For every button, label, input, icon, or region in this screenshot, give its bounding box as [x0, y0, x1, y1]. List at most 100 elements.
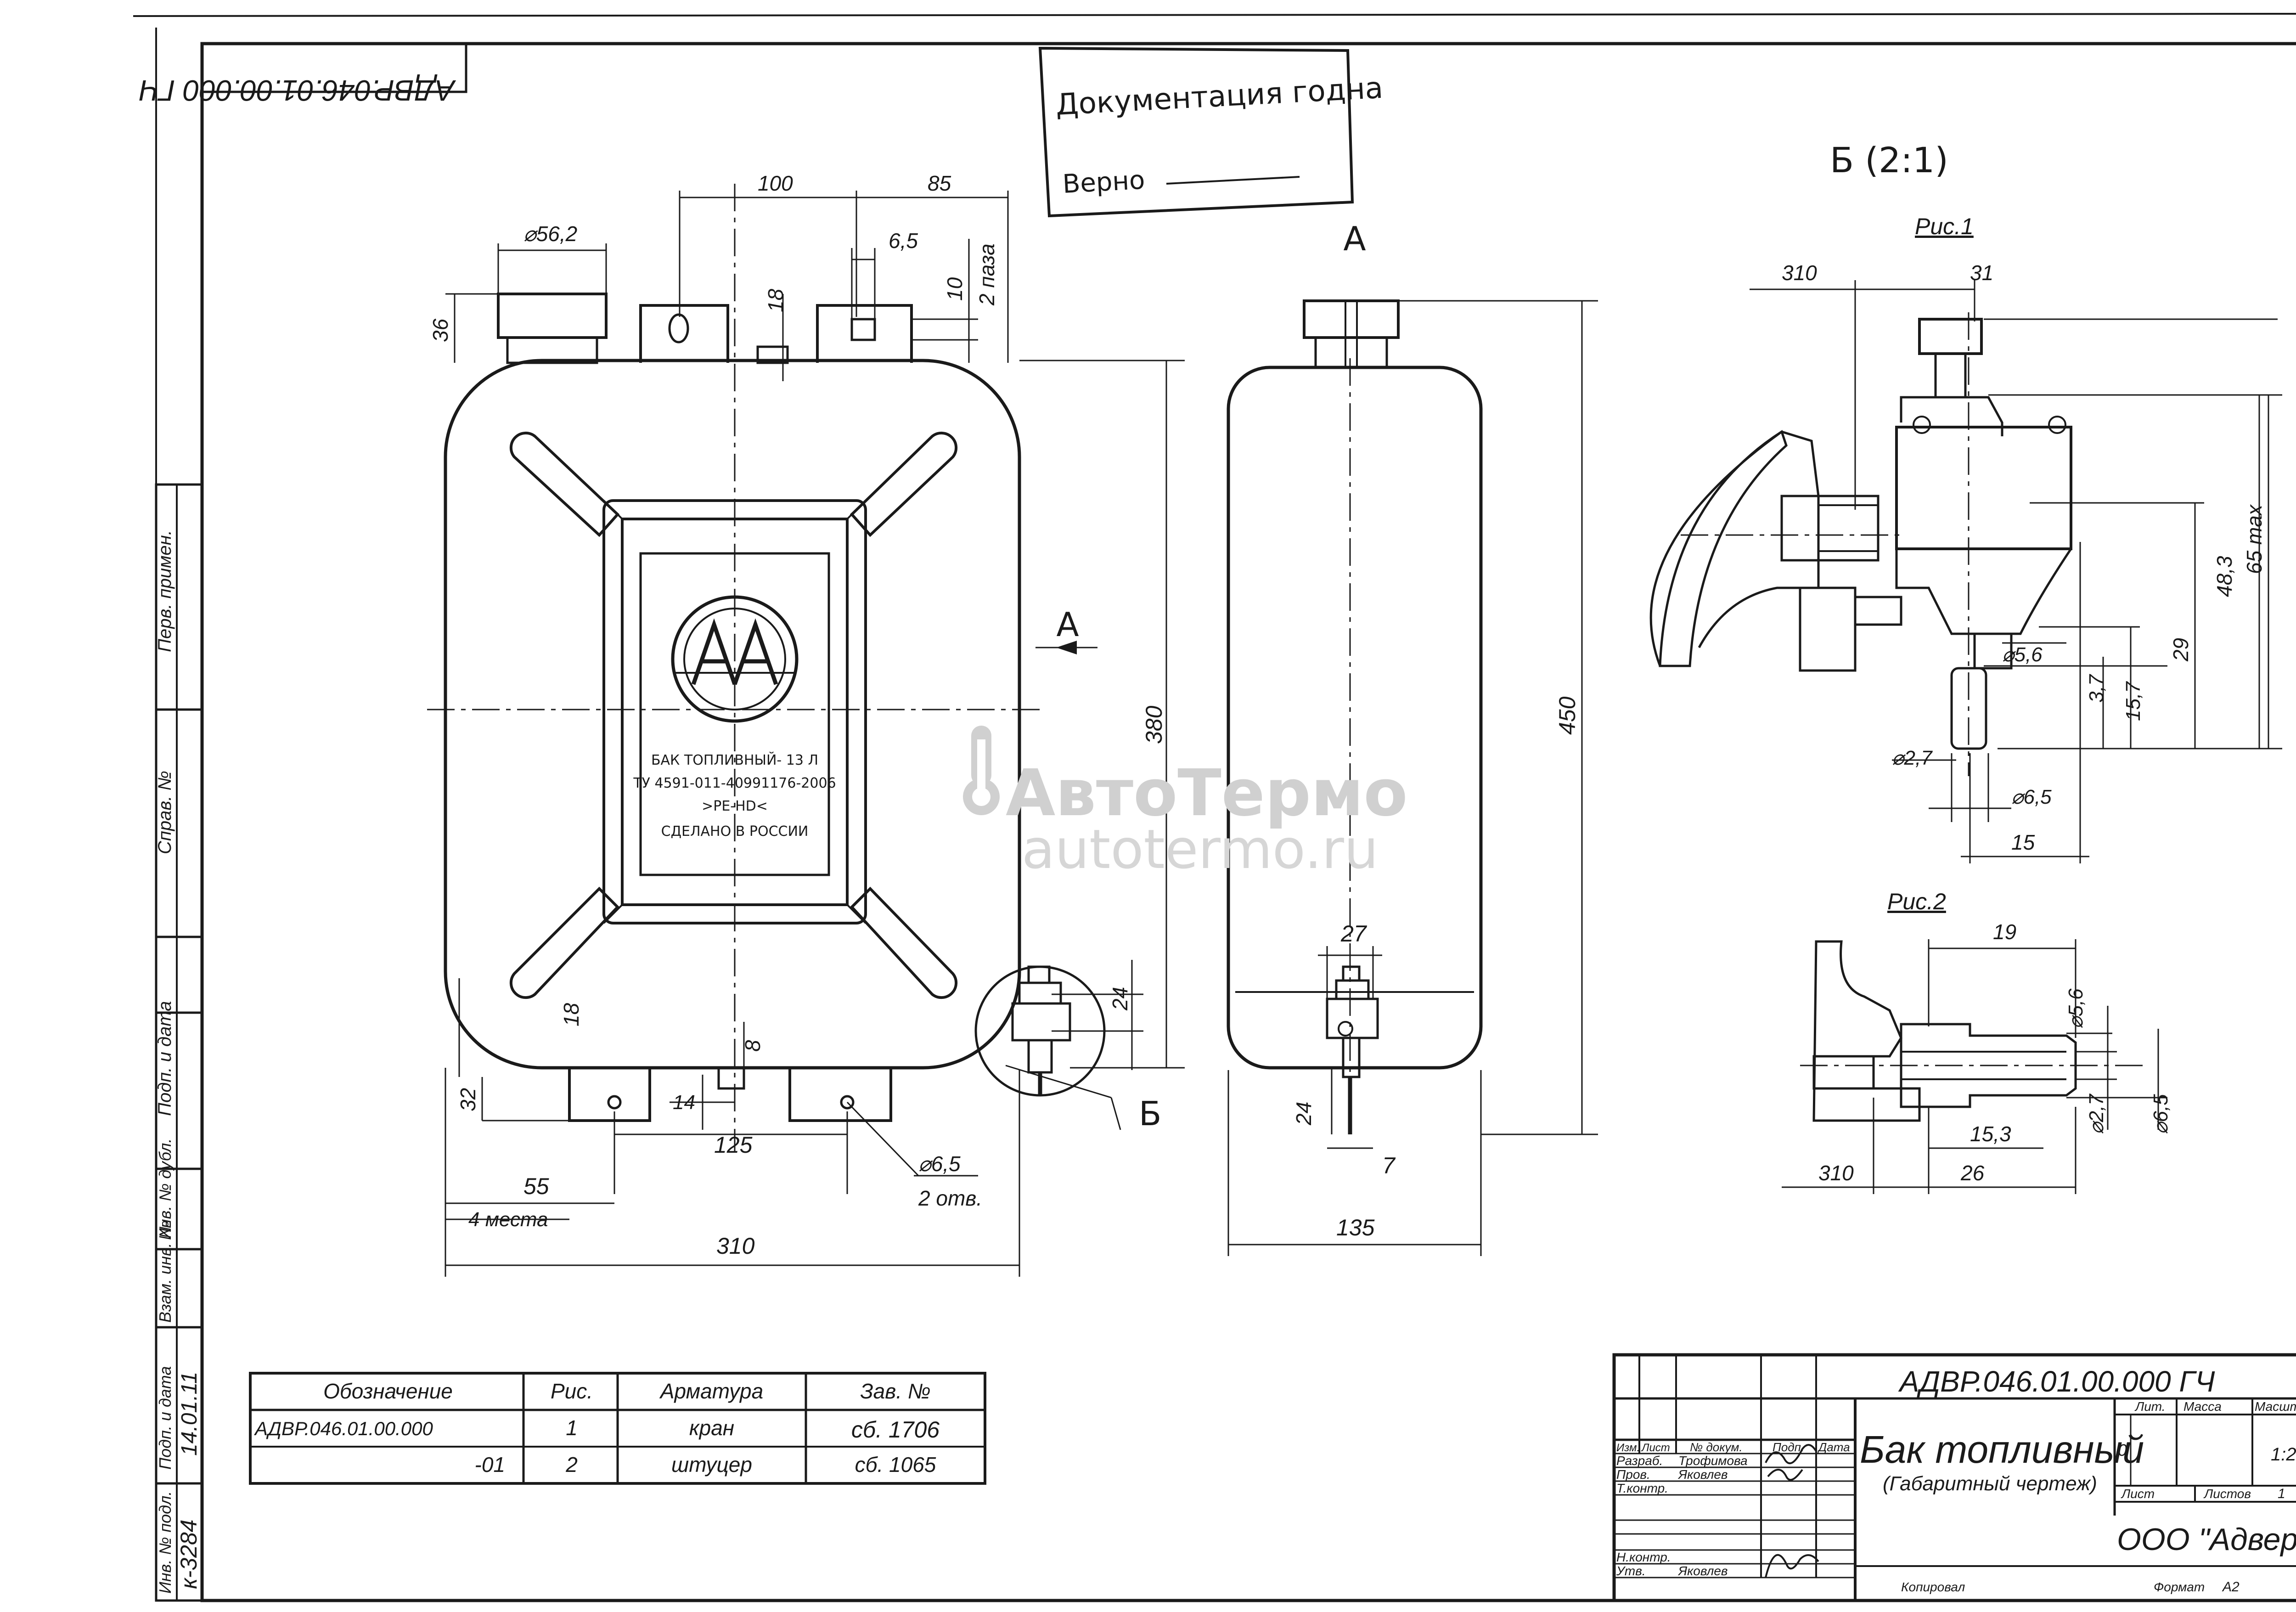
table-cell: 1	[566, 1416, 578, 1440]
label-scale: Масштаб	[2255, 1399, 2296, 1414]
dim-18-left: 18	[559, 1003, 583, 1026]
dim-36: 36	[428, 318, 452, 342]
fig1-dim-48-3: 48,3	[2212, 556, 2236, 597]
strip-sprav-no: Справ. №	[155, 771, 175, 854]
dim-135: 135	[1336, 1215, 1375, 1240]
thermometer-icon	[963, 726, 1000, 815]
dim-32: 32	[456, 1088, 480, 1111]
fig1-title: Рис.1	[1915, 214, 1974, 239]
view-arrow-a: А	[1056, 605, 1079, 644]
signature-razrab	[1765, 1444, 1817, 1465]
front-dimensions	[445, 191, 1185, 1277]
col-list: Лист	[1641, 1442, 1670, 1454]
fig1-dim-5-6: ⌀5,6	[2002, 643, 2043, 666]
fig1-dim-31: 31	[1970, 261, 1993, 285]
dim-two-holes: 2 отв.	[918, 1186, 982, 1210]
role-razrab: Разраб.	[1616, 1454, 1663, 1468]
stamp-line2: Верно	[1062, 165, 1145, 199]
stamp-line1: Документация годна	[1055, 71, 1384, 122]
dim-18-top: 18	[764, 288, 788, 312]
name-prov: Яковлев	[1677, 1467, 1728, 1482]
table-cell: кран	[689, 1416, 734, 1440]
fig2-title: Рис.2	[1887, 889, 1946, 914]
fig1-dim-15-7: 15,7	[2122, 681, 2144, 721]
dim-24-valve: 24	[1108, 987, 1132, 1011]
strip-vzam-inv: Взам. инв. №	[156, 1220, 174, 1323]
signature-prov	[1767, 1469, 1803, 1481]
dim-7: 7	[1382, 1153, 1396, 1178]
role-nkontr: Н.контр.	[1616, 1550, 1671, 1564]
strip-podp-data: Подп. и дата	[155, 1001, 175, 1116]
table-header-designation: Обозначение	[323, 1379, 453, 1403]
fig1-dim-65max: 65 max	[2242, 504, 2266, 574]
label-mass: Масса	[2183, 1399, 2222, 1414]
rib-bottom-right	[850, 886, 958, 999]
title-block-code: АДВР.046.01.00.000 ГЧ	[1898, 1365, 2216, 1398]
strip-podp-data-2: Подп. и дата	[156, 1366, 174, 1470]
table-cell: сб. 1706	[851, 1417, 940, 1443]
dim-four-places: 4 места	[468, 1208, 548, 1231]
table-cell: сб. 1065	[855, 1453, 936, 1477]
fig1-dim-15: 15	[2011, 830, 2035, 854]
fig2-dim-2-7: ⌀2,7	[2085, 1093, 2108, 1134]
fig1-dim-310: 310	[1782, 261, 1817, 285]
strip-date-value: 14.01.11	[177, 1372, 202, 1456]
dim-380: 380	[1141, 705, 1167, 744]
watermark-brand: АвтоТермо	[1006, 756, 1408, 831]
dim-8: 8	[741, 1040, 765, 1052]
table-cell: штуцер	[671, 1453, 752, 1477]
fig2-dim-15-3: 15,3	[1970, 1122, 2011, 1146]
dim-125: 125	[714, 1132, 753, 1158]
strip-inv-podl: Инв. № подл.	[156, 1491, 174, 1594]
dim-27: 27	[1340, 921, 1367, 947]
name-razrab: Трофимова	[1678, 1454, 1748, 1468]
organization: ООО "Адверс"	[2117, 1522, 2296, 1557]
side-view-title: А	[1343, 220, 1366, 258]
rib-top-right	[850, 431, 958, 537]
label-sheet: Лист	[2121, 1487, 2155, 1501]
dim-10: 10	[943, 277, 967, 301]
table-cell: АДВР.046.01.00.000	[253, 1418, 433, 1439]
dim-85: 85	[928, 171, 951, 195]
dim-hole: ⌀6,5	[918, 1152, 961, 1176]
table-cell: -01	[475, 1453, 505, 1477]
strip-perv-primen: Перв. примен.	[155, 530, 175, 652]
rib-bottom-left	[509, 886, 620, 999]
fig1-dim-3-7: 3,7	[2085, 674, 2108, 703]
col-izm: Изм.	[1616, 1442, 1640, 1454]
role-prov: Пров.	[1616, 1467, 1650, 1482]
side-cap	[1303, 299, 1400, 339]
side-valve	[1326, 965, 1379, 1134]
dim-cap-diameter: ⌀56,2	[523, 222, 577, 246]
side-strip: Перв. примен. Справ. № Подп. и дата Инв.…	[155, 483, 203, 1602]
table-header-fitting: Арматура	[659, 1379, 763, 1403]
sheets-value: 1	[2278, 1486, 2285, 1501]
lit-value: 0	[2118, 1441, 2127, 1460]
detail-ref-b: Б	[1139, 1094, 1161, 1133]
rib-top-left	[509, 431, 620, 537]
variants-table: Обозначение Рис. Арматура Зав. № АДВР.04…	[249, 1372, 986, 1485]
dim-100: 100	[758, 171, 793, 195]
label-format: Формат	[2154, 1580, 2205, 1594]
fig2-dim-26: 26	[1960, 1161, 1985, 1185]
top-lug-right	[816, 304, 913, 363]
table-header-fig: Рис.	[551, 1379, 593, 1403]
strip-inv-dubl: Инв. № дубл.	[156, 1139, 174, 1240]
table-cell: 2	[565, 1453, 578, 1477]
dim-two-slots: 2 паза	[975, 243, 999, 306]
filler-cap	[497, 293, 608, 339]
dim-55: 55	[523, 1173, 549, 1199]
fig2-dim-5-6: ⌀5,6	[2065, 988, 2087, 1029]
doc-code-rotated: АДВР.046.01.00.000 ГЧ	[139, 74, 456, 107]
label-copied: Копировал	[1901, 1580, 1965, 1594]
fig1-dim-29: 29	[2169, 638, 2193, 662]
bottom-lug-right	[788, 1068, 892, 1122]
title-block-name: Бак топливный	[1860, 1428, 2144, 1471]
name-utv: Яковлев	[1677, 1564, 1728, 1578]
dim-6-5: 6,5	[889, 229, 918, 253]
title-block: АДВР.046.01.00.000 ГЧ Бак топливный (Габ…	[1612, 1353, 2296, 1602]
format-value: A2	[2222, 1579, 2240, 1595]
dim-14: 14	[673, 1091, 695, 1114]
fig2-dim-6-5: ⌀6,5	[2150, 1094, 2172, 1134]
role-tkontr: Т.контр.	[1616, 1481, 1668, 1495]
